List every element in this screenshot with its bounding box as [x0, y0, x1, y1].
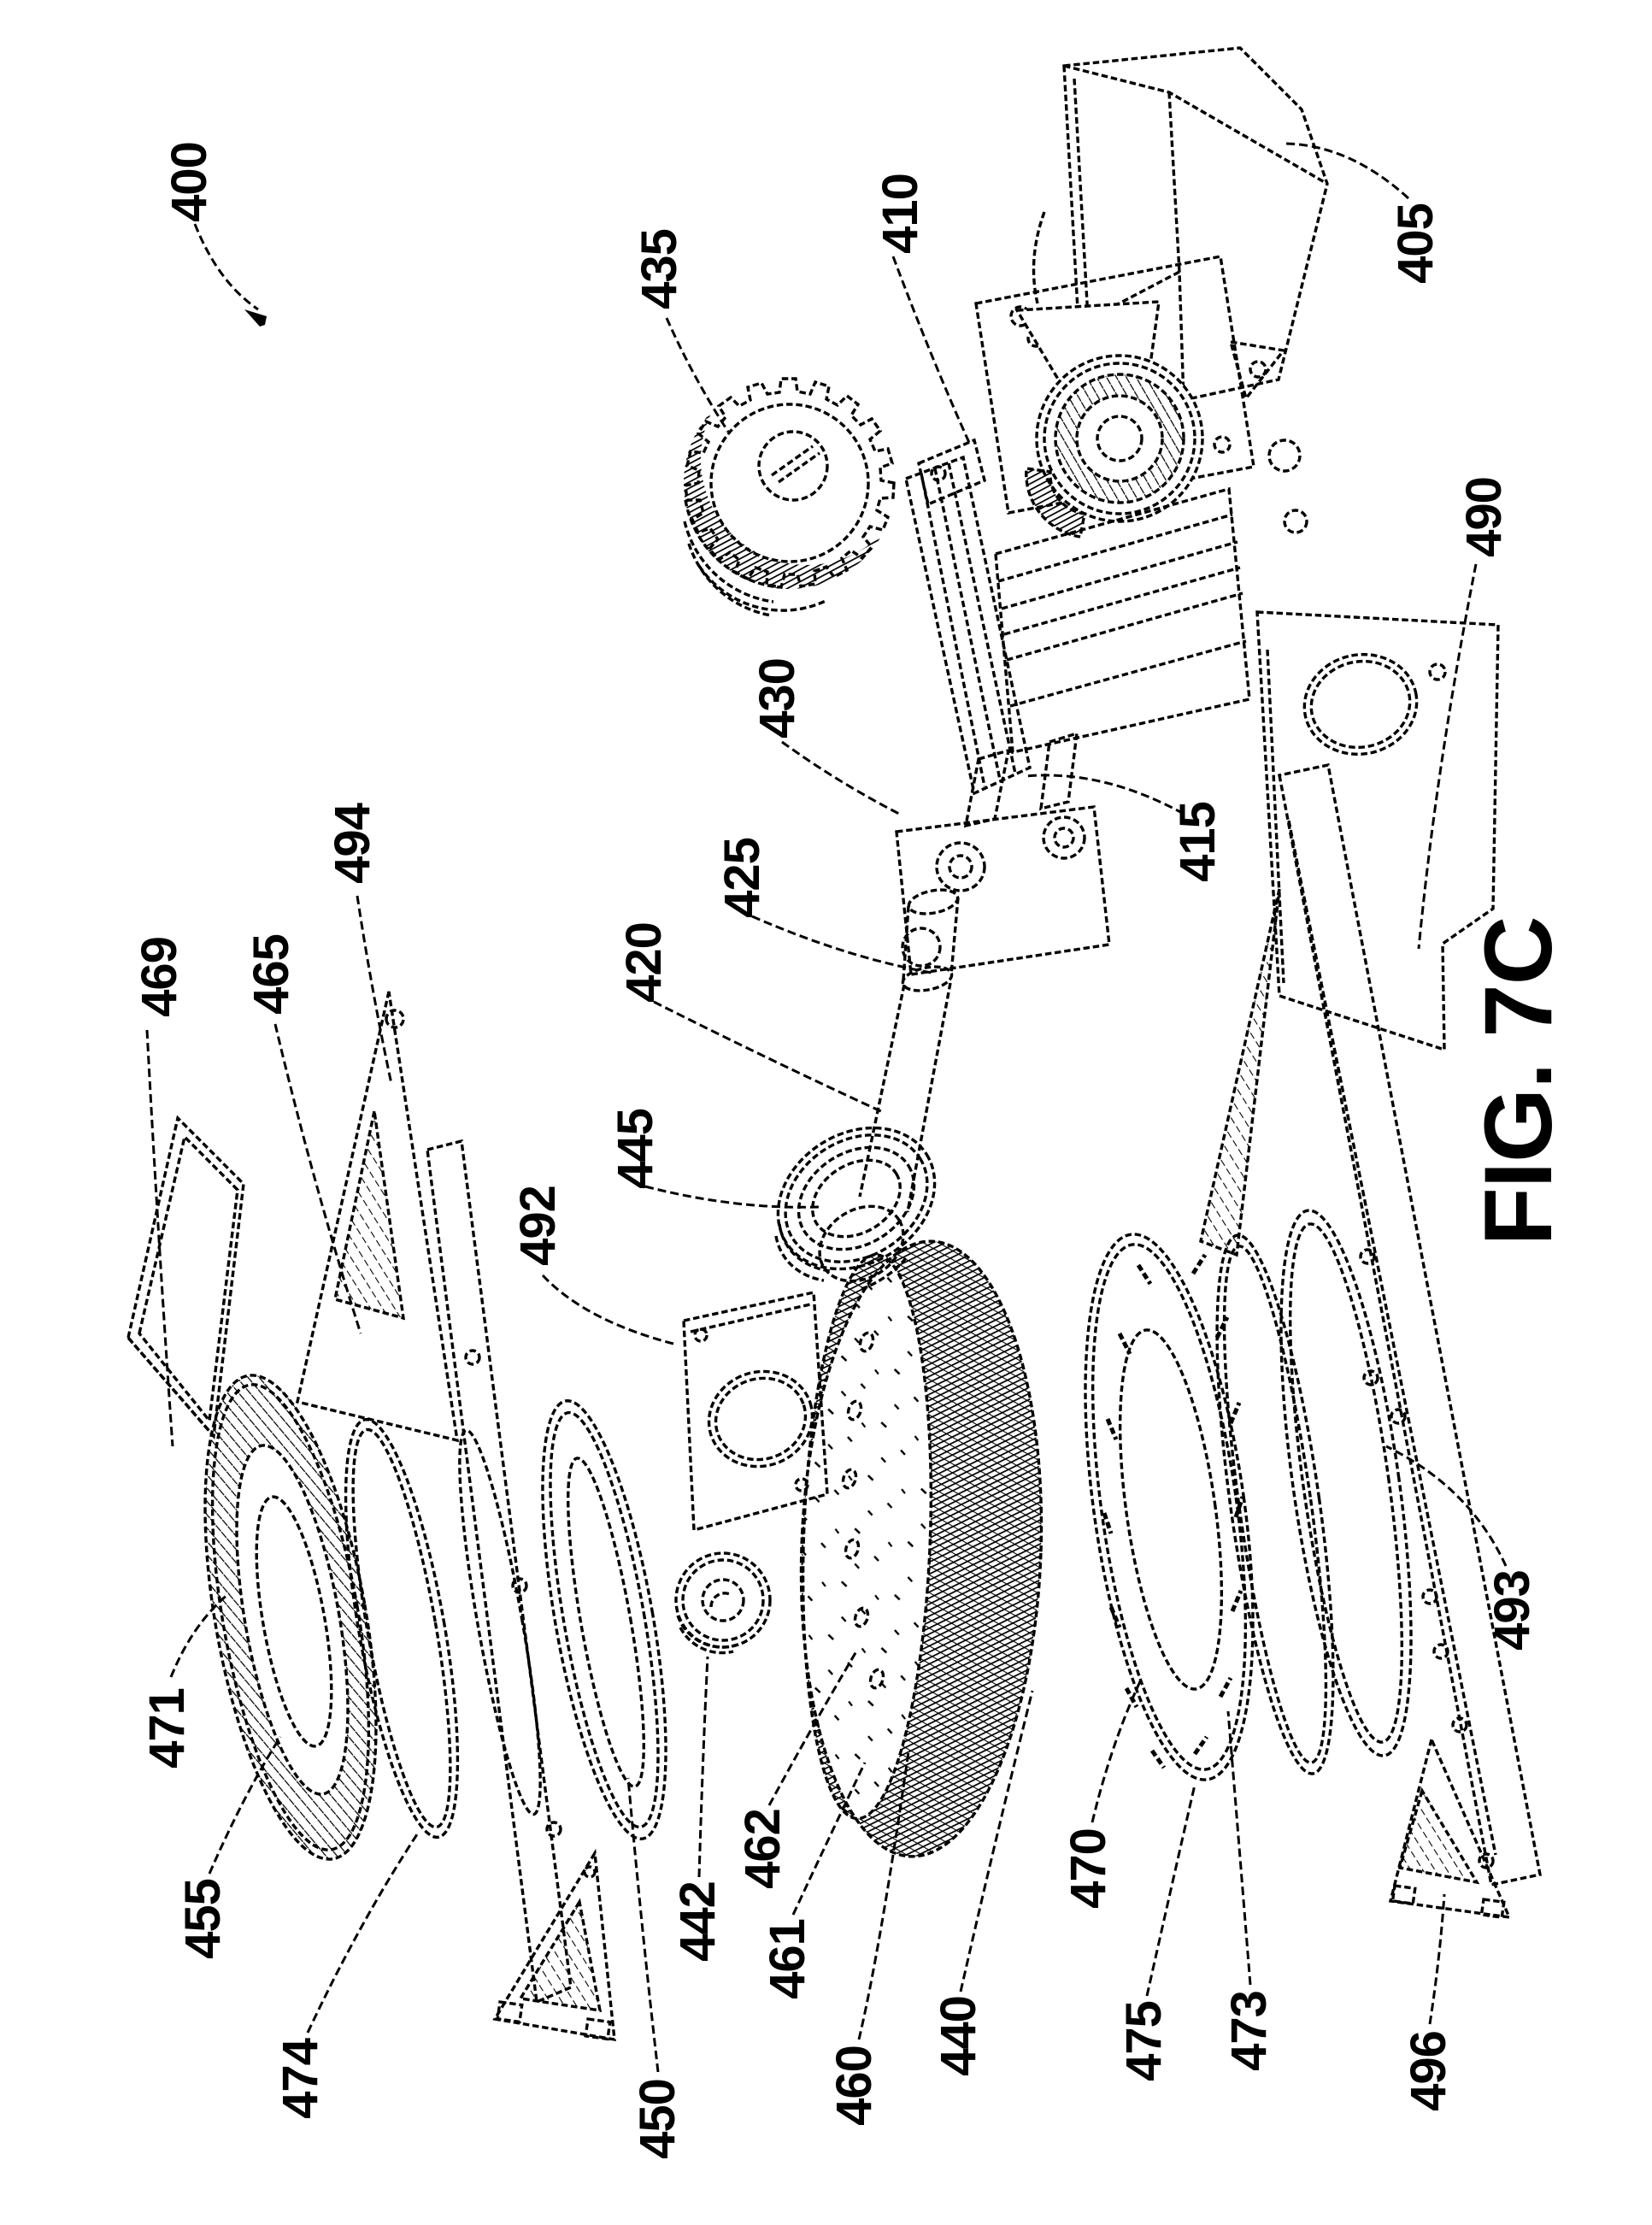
svg-text:450: 450	[630, 2079, 685, 2159]
svg-text:470: 470	[1061, 1828, 1116, 1909]
svg-text:473: 473	[1221, 1991, 1277, 2071]
svg-text:469: 469	[132, 937, 187, 1017]
svg-text:442: 442	[670, 1881, 726, 1962]
svg-text:460: 460	[826, 2045, 882, 2126]
svg-text:420: 420	[616, 922, 672, 1003]
svg-text:415: 415	[1170, 802, 1226, 882]
svg-text:435: 435	[632, 229, 687, 309]
svg-text:400: 400	[162, 142, 217, 222]
svg-text:445: 445	[608, 1109, 663, 1189]
svg-text:496: 496	[1401, 2031, 1456, 2111]
svg-text:425: 425	[714, 838, 770, 918]
svg-text:475: 475	[1116, 2001, 1172, 2081]
svg-text:461: 461	[760, 1919, 815, 1999]
svg-text:465: 465	[244, 934, 299, 1015]
svg-text:430: 430	[750, 658, 805, 739]
svg-text:440: 440	[931, 1996, 986, 2076]
svg-text:492: 492	[510, 1186, 566, 1266]
svg-text:FIG. 7C: FIG. 7C	[1465, 916, 1572, 1245]
svg-text:474: 474	[273, 2038, 328, 2119]
svg-text:494: 494	[325, 803, 380, 884]
svg-text:490: 490	[1456, 477, 1512, 557]
svg-text:405: 405	[1388, 203, 1443, 284]
svg-text:493: 493	[1484, 1570, 1540, 1651]
svg-text:410: 410	[873, 174, 928, 254]
svg-text:462: 462	[735, 1809, 791, 1889]
svg-text:455: 455	[175, 1879, 231, 1959]
svg-text:471: 471	[139, 1688, 195, 1769]
